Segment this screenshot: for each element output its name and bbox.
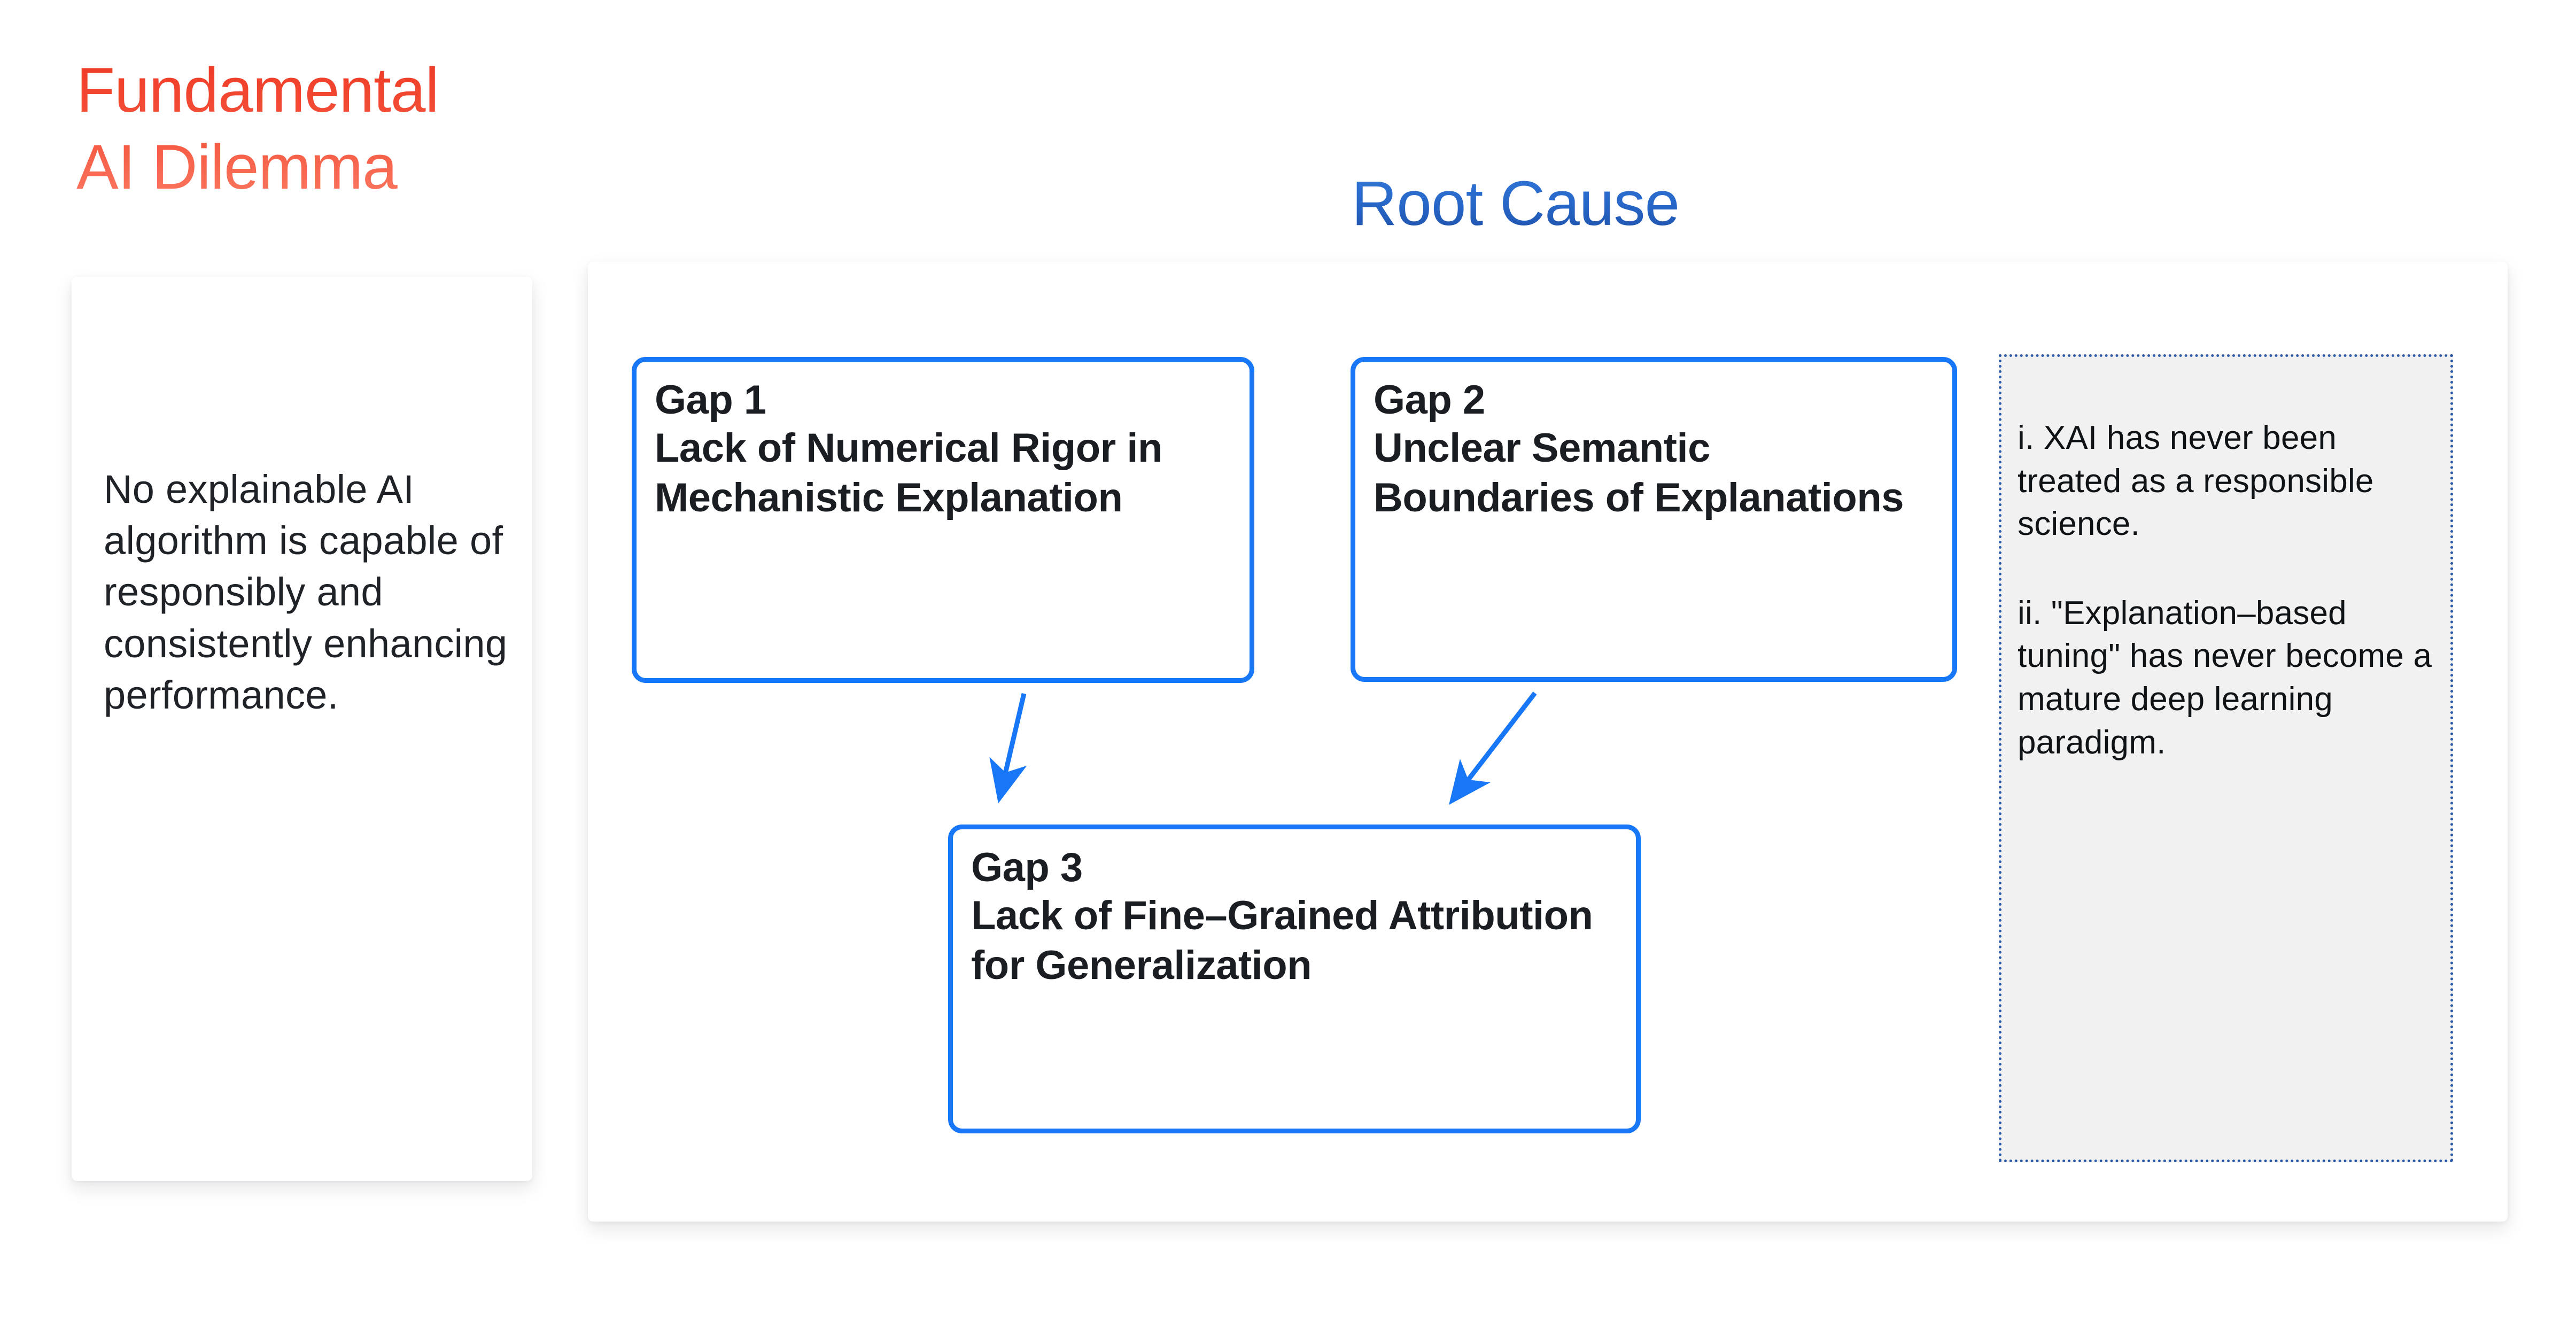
gap-3-box[interactable]: Gap 3 Lack of Fine–Grained Attribution f… xyxy=(948,825,1641,1133)
dilemma-statement-card: No explainable AI algorithm is capable o… xyxy=(72,277,532,1181)
gap-2-description: Unclear Semantic Boundaries of Explanati… xyxy=(1374,425,1904,520)
root-cause-notes-panel: i. XAI has never been treated as a respo… xyxy=(1999,354,2453,1162)
gap-1-label: Gap 1 xyxy=(655,377,766,423)
gap-2-box[interactable]: Gap 2 Unclear Semantic Boundaries of Exp… xyxy=(1351,357,1957,682)
dilemma-statement-text: No explainable AI algorithm is capable o… xyxy=(104,467,508,717)
note-item-ii: ii. "Explanation–based tuning" has never… xyxy=(2018,594,2432,761)
gap-3-description: Lack of Fine–Grained Attribution for Gen… xyxy=(971,893,1593,988)
note-item-i: i. XAI has never been treated as a respo… xyxy=(2018,419,2374,543)
gap-2-label: Gap 2 xyxy=(1374,377,1485,423)
fundamental-ai-dilemma-title: Fundamental AI Dilemma xyxy=(76,52,611,206)
gap-1-box[interactable]: Gap 1 Lack of Numerical Rigor in Mechani… xyxy=(632,357,1254,683)
gap-3-label: Gap 3 xyxy=(971,845,1083,890)
gap-1-description: Lack of Numerical Rigor in Mechanistic E… xyxy=(655,425,1162,520)
root-cause-title: Root Cause xyxy=(1352,166,1993,243)
